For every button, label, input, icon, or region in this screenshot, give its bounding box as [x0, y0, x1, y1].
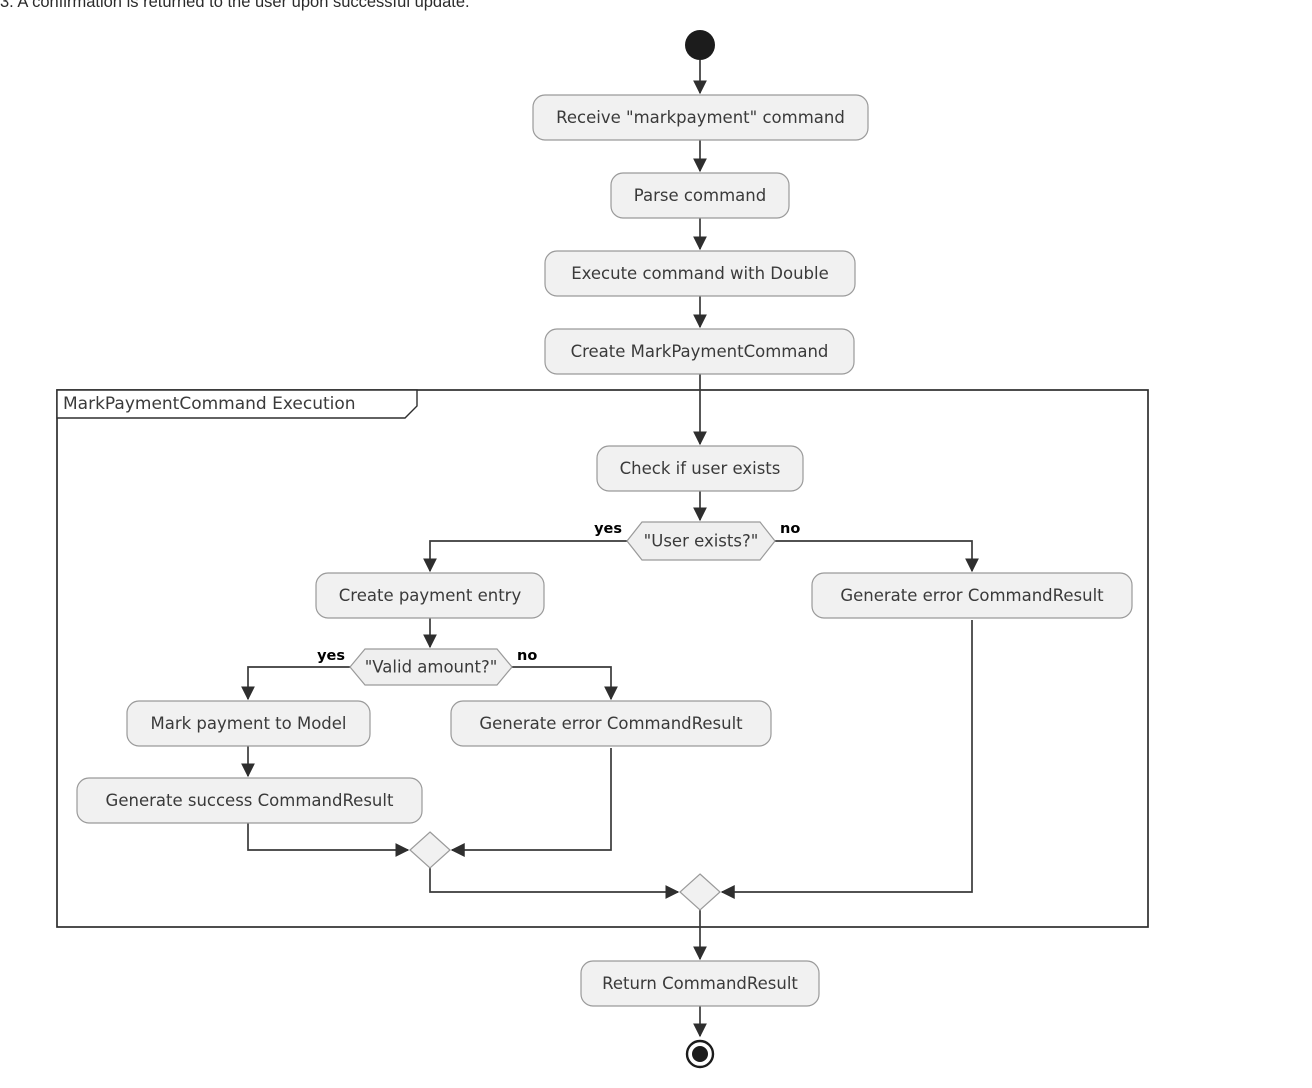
- activity-generate-success[interactable]: Generate success CommandResult: [76, 777, 423, 824]
- activity-label: Generate success CommandResult: [106, 791, 394, 810]
- decision-valid-amount[interactable]: "Valid amount?" yes no: [317, 648, 537, 686]
- edge-success-to-merge-inner: [247, 823, 410, 858]
- edge-userexists-yes: [422, 540, 627, 573]
- edge-validamount-no: [512, 666, 619, 701]
- partition-label: MarkPaymentCommand Execution: [63, 394, 356, 414]
- activity-parse-command[interactable]: Parse command: [610, 172, 790, 219]
- activity-create-markpaymentcommand[interactable]: Create MarkPaymentCommand: [544, 328, 855, 375]
- activity-execute-command[interactable]: Execute command with Double: [544, 250, 856, 297]
- decision-label: "User exists?": [644, 532, 759, 551]
- activity-label: Create MarkPaymentCommand: [571, 342, 829, 361]
- activity-label: Create payment entry: [339, 586, 522, 605]
- activity-label: Generate error CommandResult: [479, 714, 743, 733]
- edge-merge-inner-to-outer: [429, 868, 680, 900]
- activity-mark-payment-to-model[interactable]: Mark payment to Model: [126, 700, 371, 747]
- intro-paragraph: 3. A confirmation is returned to the use…: [0, 0, 470, 11]
- branch-label-yes: yes: [594, 521, 622, 537]
- decision-label: "Valid amount?": [365, 658, 498, 677]
- activity-generate-error-right[interactable]: Generate error CommandResult: [811, 572, 1133, 619]
- branch-label-no: no: [780, 521, 800, 537]
- decision-user-exists[interactable]: "User exists?" yes no: [594, 521, 800, 561]
- end-node[interactable]: [685, 1039, 715, 1069]
- activity-return-commandresult[interactable]: Return CommandResult: [580, 960, 820, 1007]
- activity-create-payment-entry[interactable]: Create payment entry: [315, 572, 545, 619]
- activity-label: Execute command with Double: [571, 264, 829, 283]
- activity-check-user-exists[interactable]: Check if user exists: [596, 445, 804, 492]
- branch-label-no: no: [517, 648, 537, 664]
- activity-label: Return CommandResult: [602, 974, 798, 993]
- activity-label: Parse command: [634, 186, 766, 205]
- edge-errormid-to-merge-inner: [450, 748, 612, 858]
- branch-label-yes: yes: [317, 648, 345, 664]
- activity-label: Generate error CommandResult: [840, 586, 1104, 605]
- merge-node-inner[interactable]: [409, 831, 451, 869]
- start-node[interactable]: [685, 30, 715, 60]
- partition-frame: MarkPaymentCommand Execution: [56, 389, 1149, 928]
- activity-label: Receive "markpayment" command: [556, 108, 845, 127]
- activity-generate-error-middle[interactable]: Generate error CommandResult: [450, 700, 772, 747]
- edge-errorright-to-merge-outer: [720, 620, 973, 900]
- merge-node-outer[interactable]: [679, 873, 721, 911]
- edges-layer: [240, 60, 980, 1038]
- activity-label: Mark payment to Model: [150, 714, 346, 733]
- edge-validamount-yes: [240, 666, 350, 701]
- activity-label: Check if user exists: [620, 459, 781, 478]
- activity-receive[interactable]: Receive "markpayment" command: [532, 94, 869, 141]
- edge-userexists-no: [775, 540, 980, 573]
